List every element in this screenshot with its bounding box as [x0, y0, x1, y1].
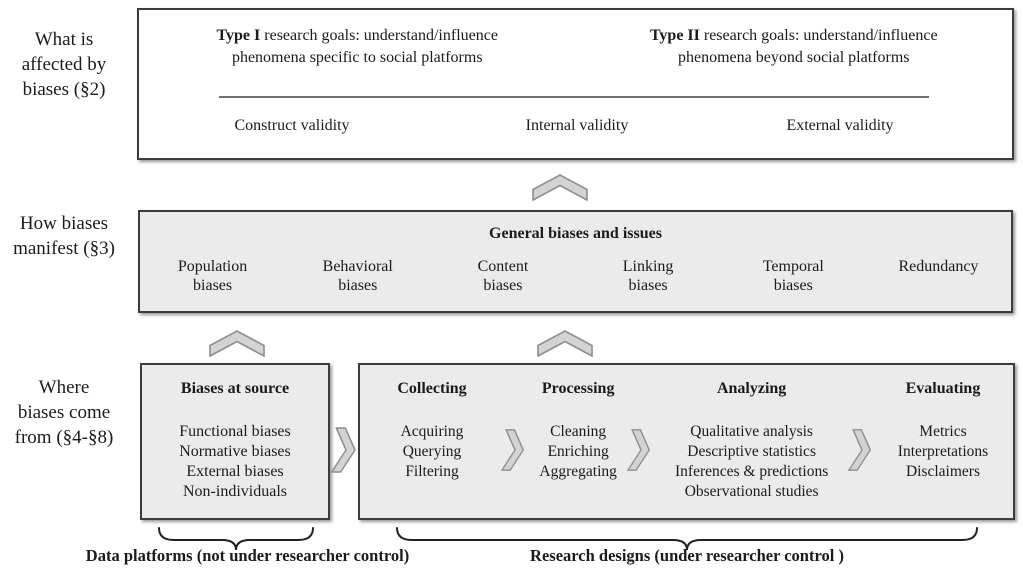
- type1-label: Type I: [216, 27, 261, 44]
- row-label-what-is-affected: What is affected by biases (§2): [21, 29, 107, 100]
- chevron-right-icon: [843, 365, 881, 518]
- general-biases-title: General biases and issues: [489, 225, 662, 242]
- descriptive-statistics-item: Descriptive statistics: [687, 443, 816, 460]
- research-designs-caption: Research designs (under researcher contr…: [530, 546, 844, 565]
- type2-label: Type II: [649, 27, 700, 44]
- metrics-item: Metrics: [919, 423, 967, 440]
- chevron-up-icon: [537, 328, 593, 358]
- evaluating-title: Evaluating: [905, 380, 981, 397]
- stage-evaluating: Evaluating Metrics Interpretations Discl…: [873, 365, 1013, 518]
- biases-at-source-items: Functional biases Normative biases Exter…: [142, 422, 328, 502]
- enriching-item: Enriching: [547, 443, 609, 460]
- research-designs-box: Collecting Acquiring Querying Filtering …: [358, 363, 1015, 520]
- redundancy-item: Redundancy: [898, 258, 979, 275]
- population-biases-item: Population biases: [177, 258, 248, 294]
- processing-title: Processing: [541, 380, 615, 397]
- querying-item: Querying: [402, 443, 462, 460]
- type2-goal-text: Type II research goals: understand/influ…: [649, 27, 938, 66]
- inferences-predictions-item: Inferences & predictions: [675, 463, 829, 480]
- brace-data-platforms: [158, 527, 316, 558]
- observational-studies-item: Observational studies: [684, 483, 819, 500]
- temporal-biases-item: Temporal biases: [762, 258, 824, 294]
- processing-items: Cleaning Enriching Aggregating: [526, 422, 630, 482]
- type1-goal-text: Type I research goals: understand/influe…: [216, 27, 498, 66]
- stage-analyzing: Analyzing Qualitative analysis Descripti…: [652, 365, 851, 518]
- external-validity-label: External validity: [786, 117, 894, 134]
- analyzing-title: Analyzing: [716, 380, 787, 397]
- chevron-up-icon: [209, 328, 265, 358]
- stage-collecting: Collecting Acquiring Querying Filtering: [360, 365, 504, 518]
- evaluating-items: Metrics Interpretations Disclaimers: [873, 422, 1013, 482]
- construct-validity-label: Construct validity: [234, 117, 350, 134]
- content-biases-item: Content biases: [477, 258, 529, 294]
- collecting-title: Collecting: [397, 380, 467, 397]
- interpretations-item: Interpretations: [897, 443, 989, 460]
- non-individuals-item: Non-individuals: [183, 483, 287, 500]
- chevron-right-icon: [496, 365, 534, 518]
- filtering-item: Filtering: [405, 463, 459, 480]
- chevron-right-icon: [330, 427, 360, 473]
- general-biases-box: General biases and issues Population bia…: [138, 210, 1013, 313]
- chevron-up-icon: [532, 172, 588, 202]
- cleaning-item: Cleaning: [550, 423, 607, 440]
- general-biases-items: Population biases Behavioral biases Cont…: [140, 257, 1011, 295]
- acquiring-item: Acquiring: [400, 423, 464, 440]
- disclaimers-item: Disclaimers: [905, 463, 980, 480]
- behavioral-biases-item: Behavioral biases: [322, 258, 393, 294]
- qualitative-analysis-item: Qualitative analysis: [690, 423, 813, 440]
- chevron-right-icon: [622, 365, 660, 518]
- linking-biases-item: Linking biases: [622, 258, 674, 294]
- normative-biases-item: Normative biases: [179, 443, 291, 460]
- functional-biases-item: Functional biases: [179, 423, 291, 440]
- data-platforms-caption: Data platforms (not under researcher con…: [85, 546, 410, 565]
- stage-processing: Processing Cleaning Enriching Aggregatin…: [526, 365, 630, 518]
- internal-validity-label: Internal validity: [525, 117, 629, 134]
- aggregating-item: Aggregating: [539, 463, 617, 480]
- brace-research-designs: [396, 527, 980, 558]
- analyzing-items: Qualitative analysis Descriptive statist…: [652, 422, 851, 502]
- biases-at-source-title: Biases at source: [180, 380, 290, 397]
- collecting-items: Acquiring Querying Filtering: [360, 422, 504, 482]
- goals-divider-line: [219, 96, 929, 98]
- goals-row: Type I research goals: understand/influe…: [139, 10, 1012, 69]
- biases-at-source-box: Biases at source Functional biases Norma…: [140, 363, 330, 520]
- research-goals-box: Type I research goals: understand/influe…: [137, 8, 1014, 160]
- row-label-how-biases-manifest: How biases manifest (§3): [13, 213, 115, 259]
- row-label-where-biases-come-from: Where biases come from (§4-§8): [14, 377, 114, 448]
- external-biases-item: External biases: [186, 463, 284, 480]
